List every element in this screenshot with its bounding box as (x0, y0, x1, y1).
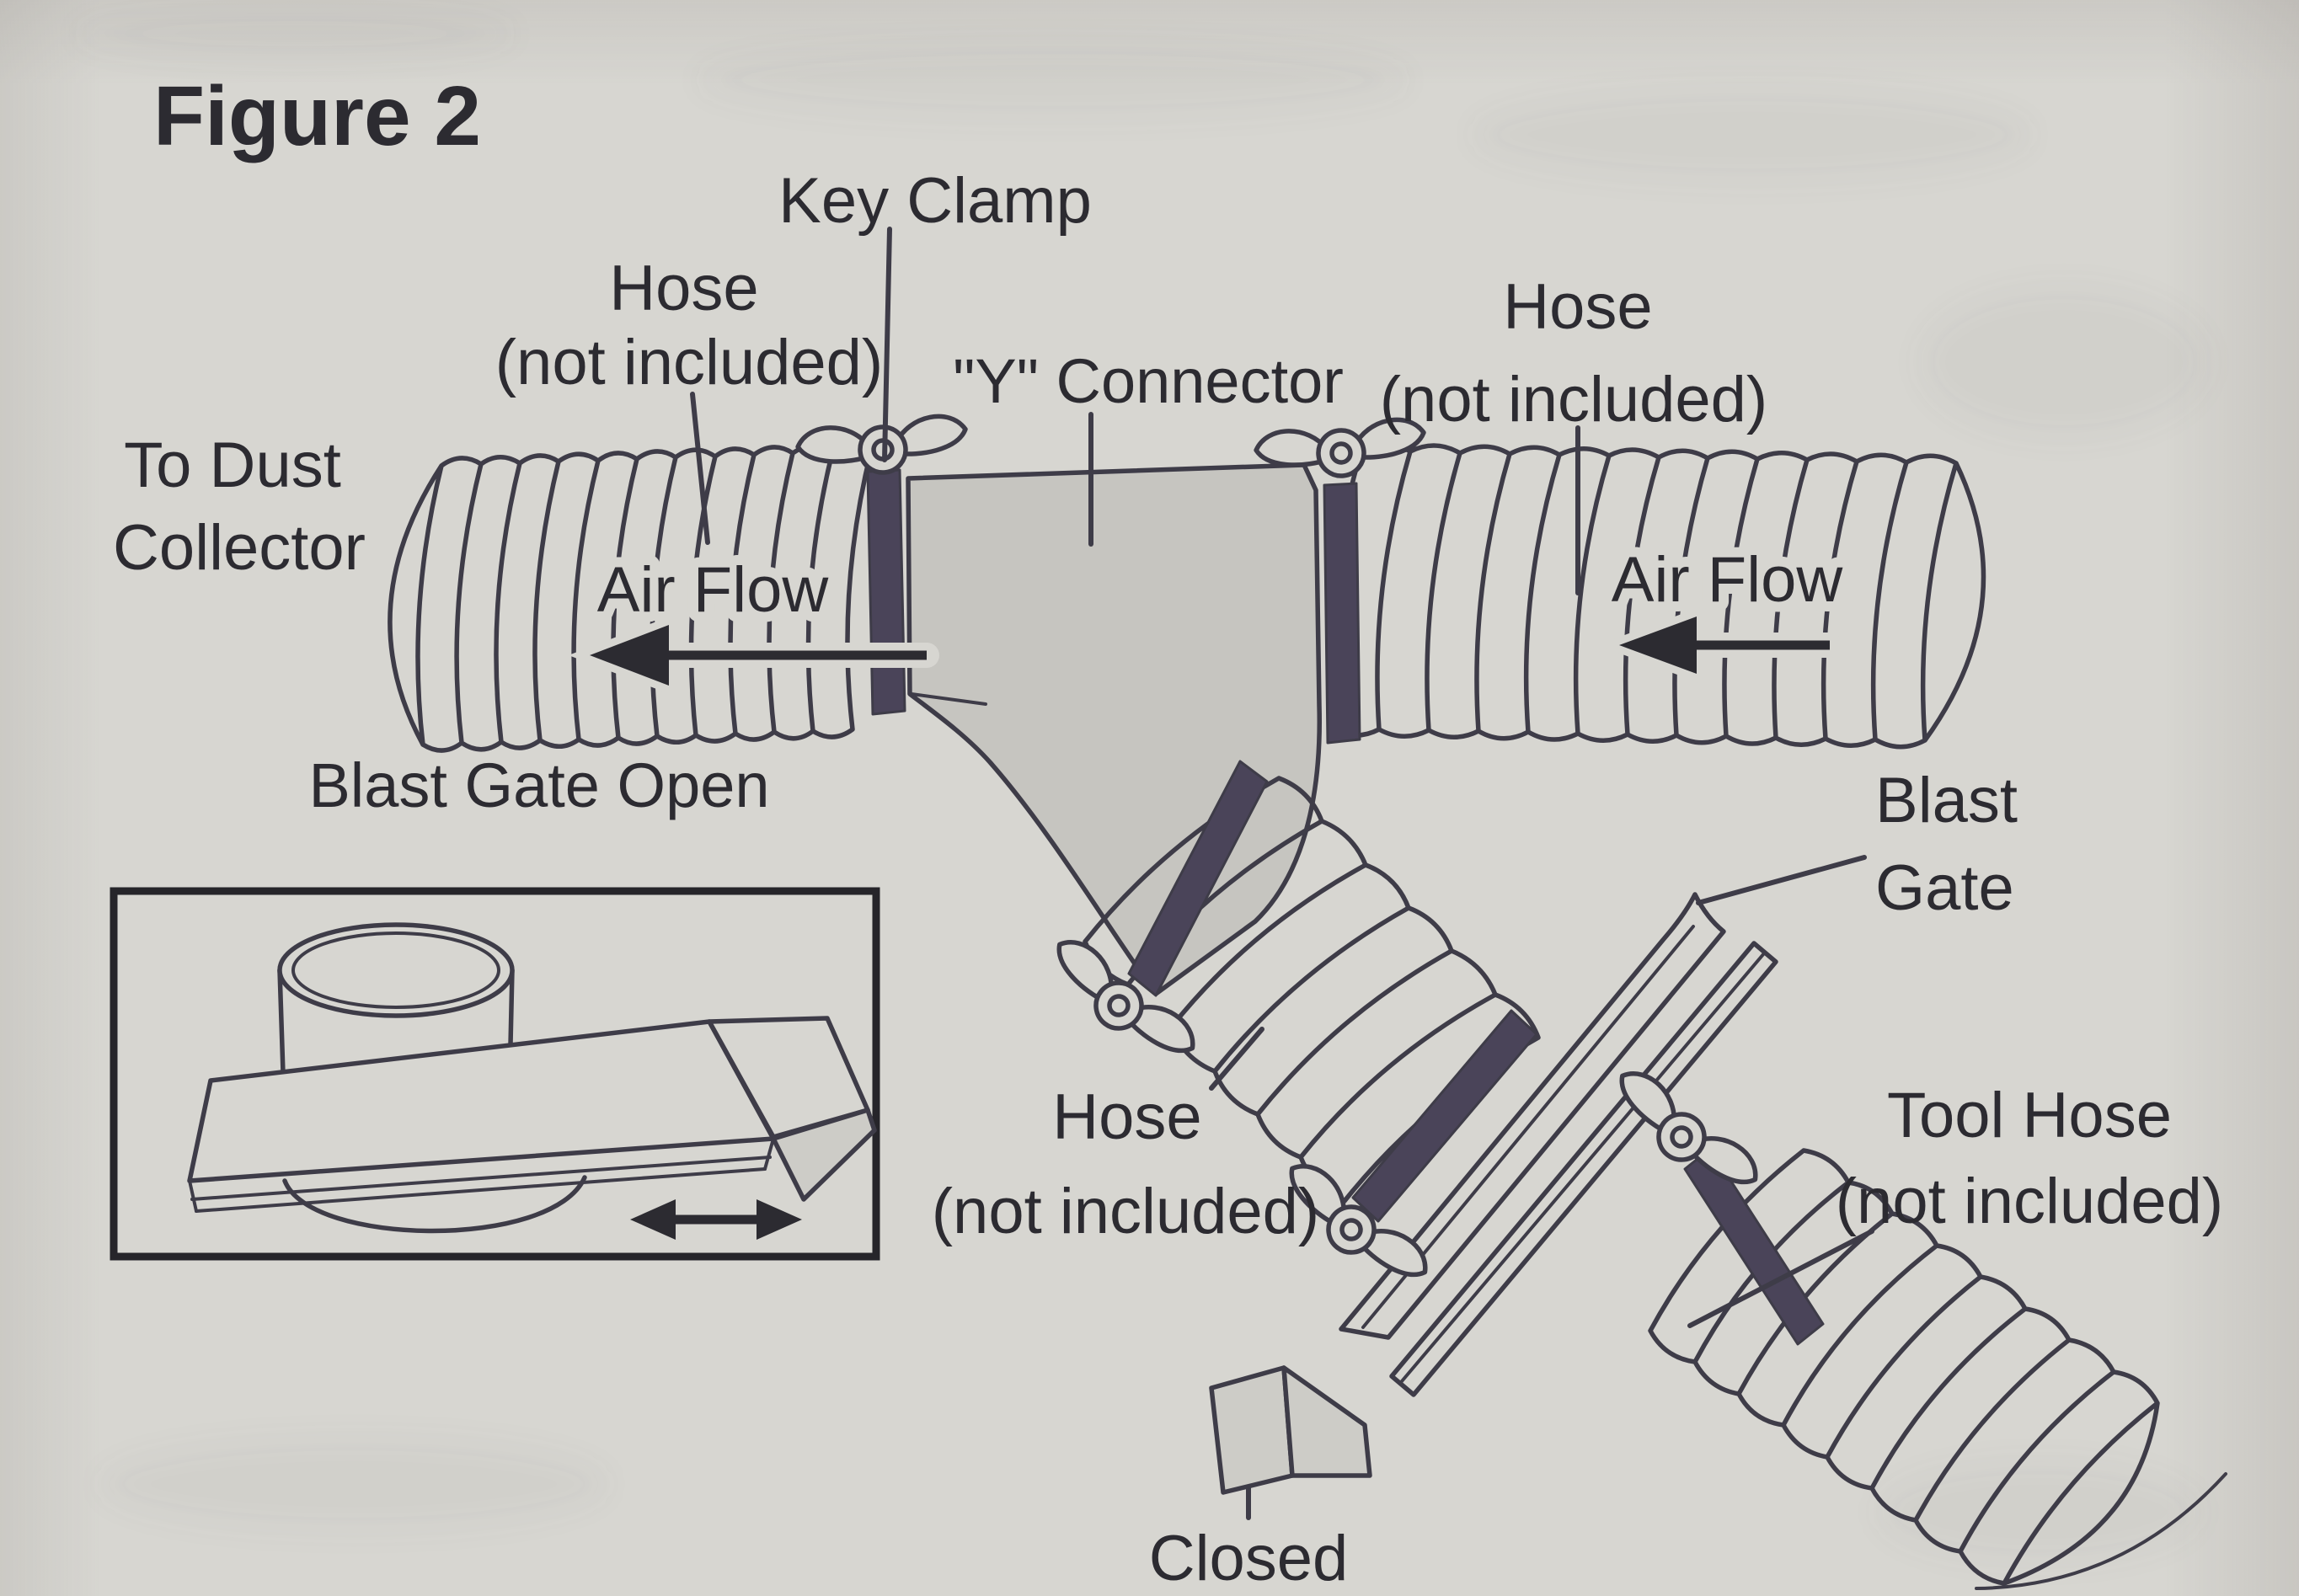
key-clamp-strap-3 (1127, 760, 1269, 997)
blast-gate-label-line2: Gate (1875, 852, 2014, 924)
photo-vignette-right (2164, 0, 2299, 1596)
inset-plate-edge-left (188, 1179, 198, 1213)
inset-cylinder-port-rim (291, 931, 500, 1009)
blast-gate-leader-line (1696, 855, 1867, 905)
inset-cylinder-right-side (508, 968, 515, 1047)
inset-slide-channel-end (771, 1108, 877, 1202)
air-flow-right-label: Air Flow (1612, 544, 1844, 616)
hose-left-leader-line (690, 392, 710, 545)
inset-plate-thickness-line-2 (195, 1167, 767, 1213)
inset-cylinder-left-side (277, 968, 286, 1076)
to-dust-collector-label-line1: To Dust (124, 430, 341, 501)
key-clamp-strap-1 (866, 468, 906, 716)
hose-left-label-line2: (not included) (495, 327, 884, 398)
air-flow-left-label: Air Flow (597, 554, 830, 626)
to-dust-collector-label-line2: Collector (113, 512, 366, 584)
blast-gate-label-line1: Blast (1875, 765, 2018, 836)
hose-right-label-line1: Hose (1503, 271, 1652, 343)
tool-hose-label-line2: (not included) (1836, 1166, 2224, 1237)
y-connector-label: "Y" Connector (953, 346, 1344, 416)
closed-gate-tab (1209, 1365, 1372, 1495)
blast-gate-frame-inner-line (1400, 952, 1766, 1383)
key-clamp-label: Key Clamp (778, 165, 1092, 237)
key-clamp-leader-line (882, 227, 892, 462)
y-connector-trunk-bottom-edge (910, 692, 987, 706)
inset-cylinder-port (277, 922, 515, 1018)
hose-bottom-label-line1: Hose (1052, 1081, 1201, 1153)
blast-gate-open-inset (110, 887, 880, 1261)
dust-collection-diagram (110, 227, 2227, 1590)
tool-hose-leader-line (1687, 1229, 1874, 1328)
diagram-labels: Figure 2 Key Clamp Hose (not included) "… (113, 69, 2223, 1594)
photo-vignette-top (0, 0, 2299, 84)
blast-gate-open-label: Blast Gate Open (308, 750, 769, 820)
hose-left-label-line1: Hose (609, 253, 758, 324)
hose-bottom-leader-line (1209, 1027, 1264, 1091)
inset-plate-edge-right (763, 1137, 775, 1171)
air-flow-right-arrow-icon (1597, 606, 1842, 685)
tool-hose-label-line1: Tool Hose (1887, 1080, 2172, 1151)
slide-motion-arrow-icon (630, 1199, 802, 1240)
hose-bottom-label-line2: (not included) (932, 1176, 1320, 1247)
hose-left-corrugated (388, 442, 874, 753)
inset-box-border (110, 887, 880, 1261)
air-flow-left-arrow-icon (568, 613, 939, 697)
figure-title: Figure 2 (153, 69, 481, 163)
inset-cylinder-lower-arc (282, 1175, 587, 1234)
hose-right-label-line2: (not included) (1380, 364, 1768, 435)
key-clamp-strap-2 (1323, 482, 1361, 745)
photo-vignette-left (0, 0, 101, 1596)
closed-label: Closed (1149, 1523, 1349, 1594)
inset-plate-thickness-line-1 (190, 1156, 772, 1201)
